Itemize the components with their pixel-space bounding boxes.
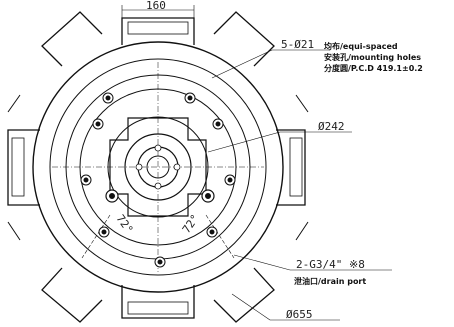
hole-note-line1: 均布/equi-spaced	[324, 41, 398, 51]
inner-diameter-label: Ø242	[318, 120, 345, 133]
hole-spec-label: 5-Ø21	[281, 38, 314, 51]
hole-note-line3: 分度圆/P.C.D 419.1±0.2	[324, 63, 423, 73]
dimension-160: 160	[121, 0, 195, 20]
mounting-holes	[80, 92, 236, 268]
center-block	[52, 62, 264, 272]
outer-diameter-label: Ø655	[286, 308, 313, 321]
hole-note-line2: 安装孔/mounting holes	[324, 52, 421, 62]
hole-spec-callout: 5-Ø21 均布/equi-spaced 安装孔/mounting holes …	[211, 38, 423, 79]
radial-lobes	[7, 11, 309, 323]
inner-diameter-callout: Ø242	[207, 120, 352, 153]
drain-port-callout: 2-G3/4" ※8 泄油口/drain port	[233, 254, 392, 286]
drain-note-label: 泄油口/drain port	[294, 276, 366, 286]
drain-spec-label: 2-G3/4" ※8	[296, 258, 365, 271]
dimension-160-label: 160	[146, 0, 166, 12]
outer-diameter-callout: Ø655	[231, 293, 340, 321]
